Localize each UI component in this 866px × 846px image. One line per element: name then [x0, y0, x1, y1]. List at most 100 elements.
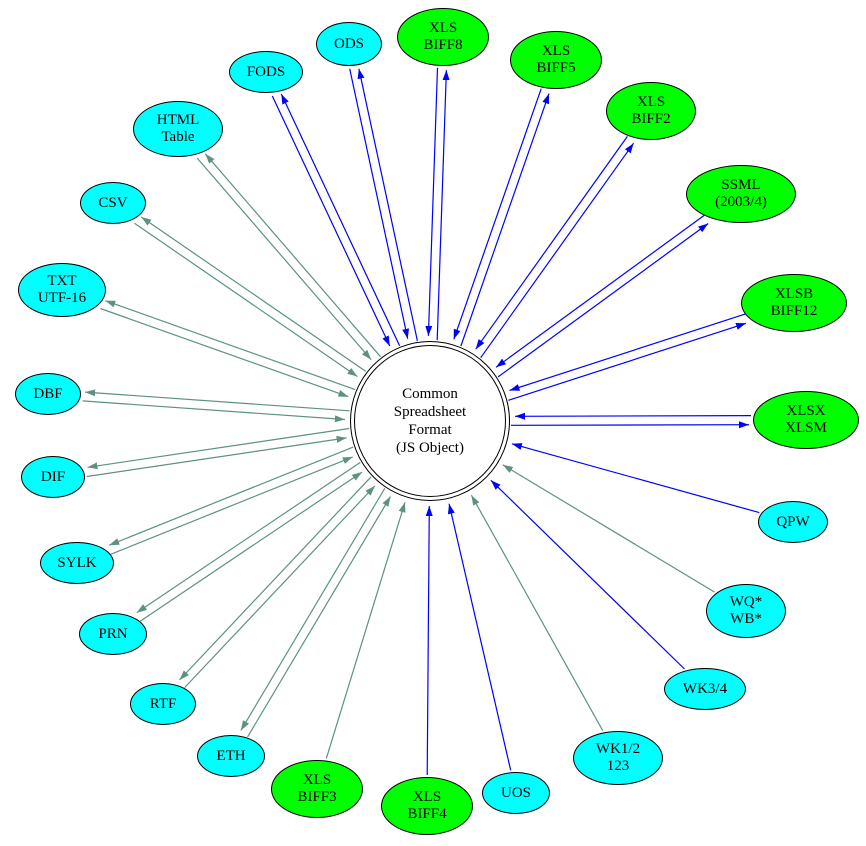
node-ods: ODS: [316, 22, 382, 66]
node-label-line: ODS: [333, 35, 364, 52]
node-label-line: WQ*: [729, 594, 763, 610]
node-label-line: TXT: [47, 273, 77, 289]
node-qpw: QPW: [758, 501, 828, 543]
node-label-line: PRN: [98, 625, 128, 642]
node-label-line: FODS: [246, 63, 286, 80]
node-label-line: XLS: [541, 43, 571, 59]
node-label-line: BIFF12: [770, 303, 818, 319]
center-node-label: Common Spreadsheet Format (JS Object): [351, 342, 509, 500]
node-dbf: DBF: [15, 373, 81, 415]
edge-xlsx-xlsm-to-center: [514, 412, 752, 420]
node-label-line: ETH: [216, 747, 246, 764]
edge-center-to-fods: [280, 93, 401, 347]
node-label-line: (2003/4): [715, 194, 767, 210]
edge-center-to-xls-biff8: [436, 70, 450, 341]
edge-dbf-to-center: [82, 400, 345, 423]
node-eth: ETH: [197, 735, 265, 777]
edge-wk12-123-to-center: [470, 494, 604, 731]
edge-center-to-sylk: [108, 446, 354, 546]
center-label-line: Common: [402, 386, 458, 402]
node-label-line: DBF: [33, 385, 63, 402]
center-node-common-spreadsheet-format: Common Spreadsheet Format (JS Object): [350, 341, 510, 501]
edge-txt-utf16-to-center: [100, 307, 349, 398]
edge-fods-to-center: [271, 95, 391, 347]
node-label-line: XLS: [302, 772, 332, 788]
node-label-line: XLS: [428, 20, 458, 36]
edge-prn-to-center: [139, 471, 363, 622]
node-wk34: WK3/4: [664, 668, 746, 710]
node-uos: UOS: [482, 772, 550, 814]
edge-center-to-xls-biff5: [460, 93, 550, 347]
node-rtf: RTF: [130, 683, 196, 725]
node-label-line: WK3/4: [682, 680, 728, 697]
edge-center-to-csv: [140, 216, 367, 372]
edge-uos-to-center: [447, 503, 512, 771]
edge-center-to-rtf: [179, 476, 372, 681]
edge-center-to-eth: [240, 487, 386, 731]
node-dif: DIF: [21, 456, 85, 498]
center-node-inner-ring: [354, 345, 506, 497]
node-prn: PRN: [79, 613, 147, 655]
edge-center-to-xls-biff2: [480, 142, 635, 359]
edge-xls-biff3-to-center: [325, 502, 406, 759]
edge-qpw-to-center: [511, 443, 760, 514]
node-label-line: Table: [161, 129, 195, 145]
node-label-line: UOS: [500, 784, 531, 801]
edge-center-to-xlsx-xlsm: [510, 421, 750, 429]
node-sylk: SYLK: [40, 542, 114, 584]
node-ssml: SSML(2003/4): [686, 165, 796, 223]
node-label-line: XLS: [412, 789, 442, 805]
edge-sylk-to-center: [110, 456, 354, 555]
edge-rtf-to-center: [184, 485, 376, 689]
edge-center-to-txt-utf16: [105, 300, 356, 391]
node-label-line: SYLK: [57, 554, 97, 571]
edge-center-to-dif: [87, 427, 350, 470]
center-label-line: Format: [408, 422, 452, 438]
edge-csv-to-center: [134, 222, 358, 377]
node-label-line: WK1/2: [595, 741, 641, 757]
node-label-line: BIFF4: [407, 806, 447, 822]
node-label-line: BIFF2: [631, 111, 671, 127]
node-label-line: XLSB: [774, 286, 814, 302]
node-label-line: UTF-16: [37, 290, 87, 306]
node-label-line: RTF: [149, 695, 177, 712]
edge-xls-biff8-to-center: [425, 67, 439, 336]
node-label-line: 123: [606, 758, 630, 774]
edge-wq-wb-to-center: [502, 464, 715, 593]
node-label-line: CSV: [98, 194, 128, 211]
edge-xls-biff5-to-center: [453, 88, 542, 340]
node-csv: CSV: [80, 182, 146, 224]
node-fods: FODS: [229, 51, 303, 93]
edge-center-to-ssml: [497, 223, 709, 378]
node-label-line: BIFF8: [423, 37, 463, 53]
edge-xlsb-biff12-to-center: [509, 313, 746, 392]
node-label-line: XLS: [636, 94, 666, 110]
node-label-line: XLSM: [785, 420, 827, 436]
node-label-line: XLSX: [786, 403, 826, 419]
node-label-line: BIFF3: [297, 789, 337, 805]
edge-center-to-html-table: [204, 153, 381, 358]
node-label-line: SSML: [721, 177, 761, 193]
edge-ssml-to-center: [495, 214, 705, 368]
edge-xls-biff4-to-center: [425, 505, 433, 776]
edge-eth-to-center: [247, 496, 392, 738]
center-label-line: Spreadsheet: [393, 404, 467, 420]
node-wq-wb: WQ*WB*: [706, 584, 786, 638]
node-label-line: BIFF5: [536, 60, 576, 76]
edge-center-to-ods: [357, 68, 418, 342]
edge-center-to-prn: [136, 461, 361, 614]
edge-center-to-xlsb-biff12: [508, 322, 747, 401]
node-label-line: HTML: [156, 112, 200, 128]
edge-ods-to-center: [349, 68, 410, 339]
